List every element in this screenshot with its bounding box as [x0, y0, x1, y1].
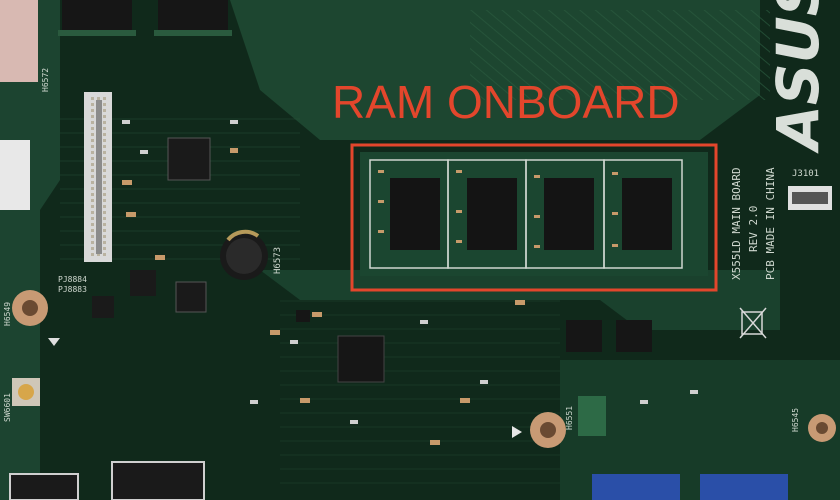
smd-components [122, 148, 525, 445]
copper-pour-region [0, 0, 60, 500]
svg-text:REV 2.0: REV 2.0 [747, 206, 760, 252]
ic-chip [92, 296, 114, 318]
ic-chip [167, 137, 211, 181]
ram-chip-top [158, 0, 228, 30]
svg-text:SW6601: SW6601 [3, 393, 12, 422]
ram-chip-top [62, 0, 132, 30]
svg-text:X555LD MAIN BOARD: X555LD MAIN BOARD [730, 167, 743, 280]
svg-text:H6549: H6549 [3, 302, 12, 326]
svg-text:H6573: H6573 [273, 247, 283, 274]
board-cutout [0, 140, 30, 210]
usb-port [592, 474, 680, 500]
svg-text:H6545: H6545 [791, 408, 800, 432]
svg-text:H6551: H6551 [565, 406, 574, 430]
ram-chip [467, 178, 517, 250]
ram-chip [622, 178, 672, 250]
ram-chip [390, 178, 440, 250]
svg-text:PJ8883: PJ8883 [58, 285, 87, 294]
ic-chip [296, 310, 310, 322]
ic-chip [616, 320, 652, 352]
ram-modules [369, 159, 683, 269]
trace-field [280, 300, 560, 490]
ram-chip [544, 178, 594, 250]
svg-text:PJ8884: PJ8884 [58, 275, 87, 284]
label-sticker [0, 0, 38, 82]
ic-chip [130, 270, 156, 296]
connector [111, 461, 205, 500]
ic-chip [337, 335, 385, 383]
ic-chip [566, 320, 602, 352]
silkscreen: X555LD MAIN BOARD REV 2.0 PCB MADE IN CH… [3, 68, 819, 432]
trace-field [470, 10, 770, 100]
svg-text:H6572: H6572 [41, 68, 50, 92]
smd-components-light [122, 120, 698, 424]
usb-port [700, 474, 788, 500]
ic-chip [175, 281, 207, 313]
copper-pour-region [560, 360, 840, 500]
connector [9, 473, 79, 500]
brand-logo: ASUS [764, 0, 832, 154]
svg-text:J3101: J3101 [792, 169, 819, 179]
ram-onboard-label: RAM ONBOARD [332, 76, 680, 128]
ram-highlight-box [350, 143, 718, 292]
weee-mark [739, 307, 767, 339]
svg-text:PCB MADE IN CHINA: PCB MADE IN CHINA [764, 167, 777, 280]
